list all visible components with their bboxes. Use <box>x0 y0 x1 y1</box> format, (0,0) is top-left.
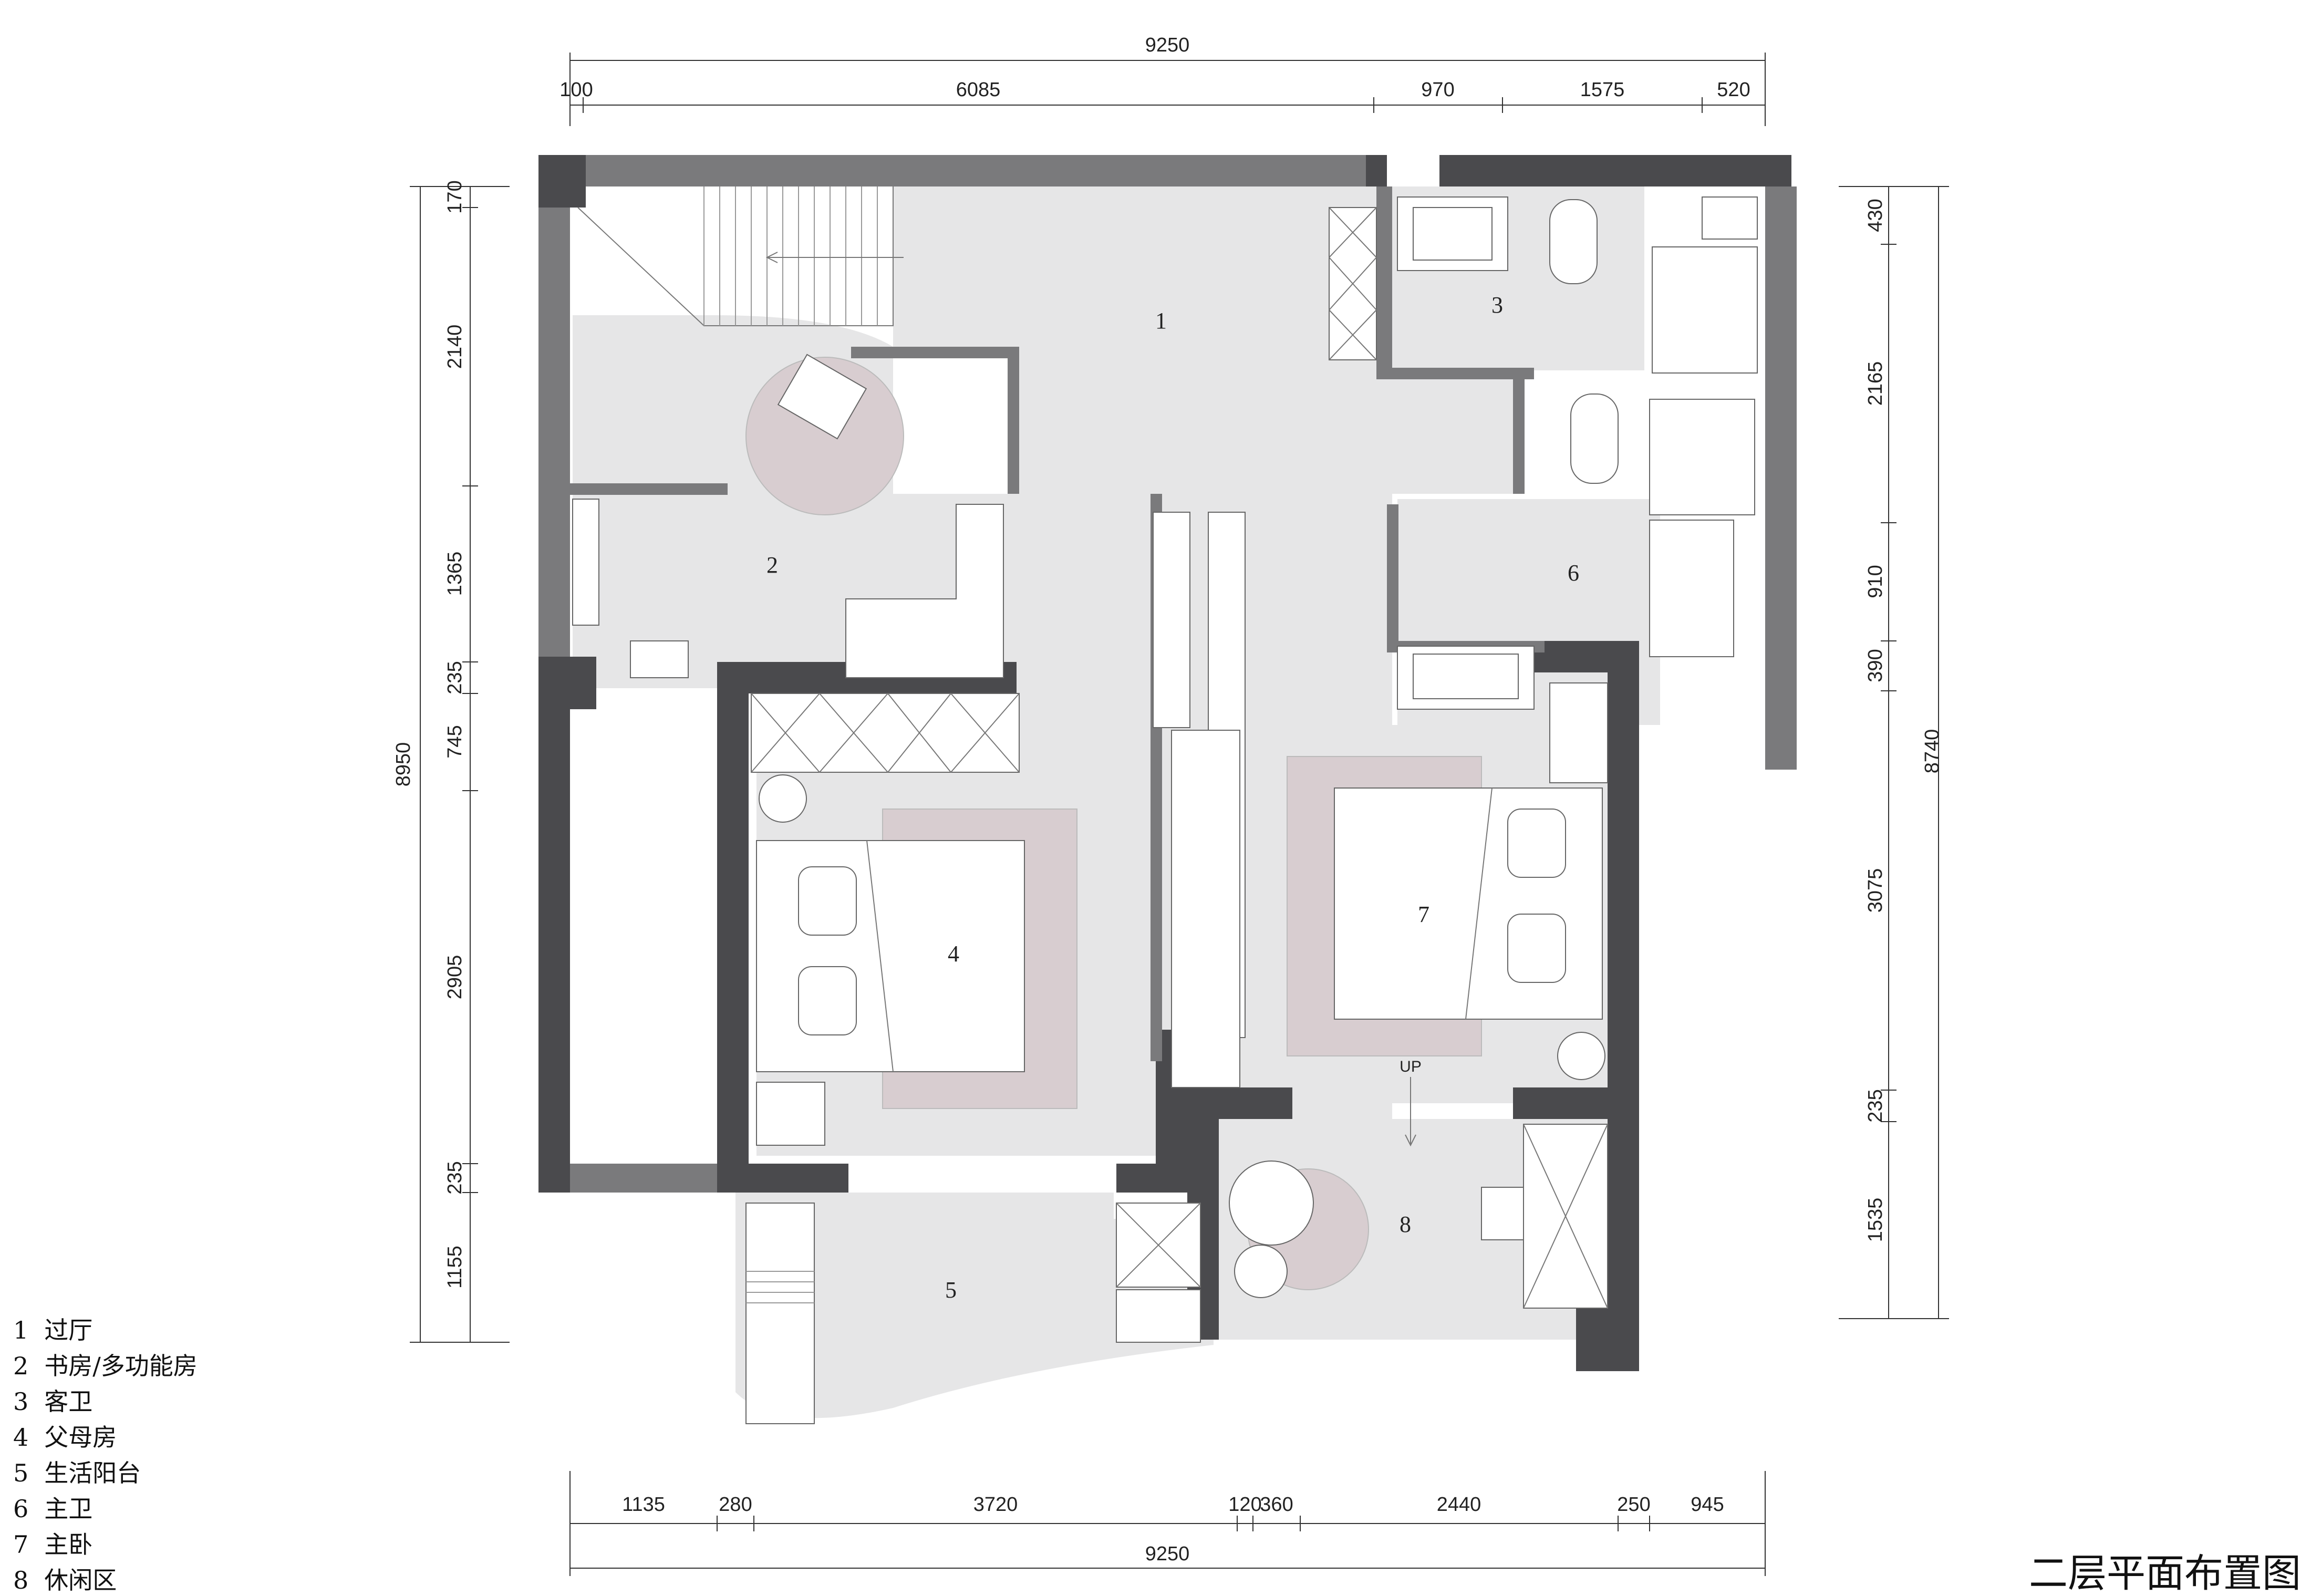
legend-item-8: 8 休闲区 <box>13 1566 117 1594</box>
bottom-dim-4: 120 <box>1228 1494 1261 1516</box>
legend-item-3: 3 客卫 <box>13 1387 92 1416</box>
right-dimensions: 430 2165 910 390 3075 235 1535 8740 <box>1839 186 1949 1319</box>
legend-num-2: 2 <box>13 1352 28 1380</box>
top-total-dim: 9250 <box>1145 34 1190 56</box>
legend-num-6: 6 <box>13 1495 28 1523</box>
legend-num-1: 1 <box>13 1316 28 1344</box>
bottom-dim-6: 2440 <box>1437 1494 1481 1516</box>
left-total-dim: 8950 <box>392 742 414 787</box>
left-dim-2: 2140 <box>444 325 466 369</box>
right-total-dim: 8740 <box>1921 729 1943 774</box>
legend-item-5: 5 生活阳台 <box>13 1459 141 1487</box>
legend-item-2: 2 书房/多功能房 <box>13 1352 198 1380</box>
right-dim-6: 235 <box>1864 1089 1887 1122</box>
room-number-7: 7 <box>1418 901 1429 927</box>
left-dim-4: 235 <box>444 661 466 694</box>
room-numbers: 1 2 3 4 5 6 7 8 UP <box>766 292 1579 1303</box>
legend-name-5: 生活阳台 <box>44 1459 141 1487</box>
left-dim-8: 1155 <box>444 1246 466 1289</box>
bottom-dim-1: 1135 <box>622 1494 665 1516</box>
bottom-dim-3: 3720 <box>973 1494 1018 1516</box>
left-dimensions: 8950 170 2140 1365 235 745 2905 235 1155 <box>392 180 510 1343</box>
stair-up-label: UP <box>1400 1058 1422 1075</box>
room-number-6: 6 <box>1568 560 1579 586</box>
legend-num-5: 5 <box>13 1459 28 1487</box>
room-legend: 1 过厅 2 书房/多功能房 3 客卫 4 父母房 5 生活阳台 6 主卫 7 主卧 8 休闲区 <box>13 1316 198 1594</box>
right-dim-3: 910 <box>1864 565 1887 598</box>
right-dim-2: 2165 <box>1864 361 1887 406</box>
legend-item-1: 1 过厅 <box>13 1316 92 1344</box>
room-number-1: 1 <box>1155 308 1167 334</box>
room-number-3: 3 <box>1491 292 1503 318</box>
legend-name-1: 过厅 <box>44 1316 92 1344</box>
top-dim-3: 970 <box>1421 79 1454 101</box>
legend-num-3: 3 <box>13 1387 28 1416</box>
legend-item-4: 4 父母房 <box>13 1423 117 1452</box>
furniture <box>572 196 1758 1424</box>
legend-name-8: 休闲区 <box>44 1566 117 1594</box>
left-dim-1: 170 <box>444 180 466 213</box>
top-dim-2: 6085 <box>956 79 1001 101</box>
legend-num-8: 8 <box>13 1566 28 1594</box>
bottom-dim-2: 280 <box>719 1494 752 1516</box>
legend-item-7: 7 主卧 <box>13 1530 92 1559</box>
legend-name-6: 主卫 <box>44 1495 92 1523</box>
bottom-dimensions: 1135 280 3720 120 360 2440 250 945 9250 <box>569 1471 1766 1576</box>
right-dim-5: 3075 <box>1864 868 1887 913</box>
legend-name-4: 父母房 <box>44 1423 117 1452</box>
legend-name-7: 主卧 <box>44 1530 92 1559</box>
top-dim-1: 100 <box>559 79 593 101</box>
top-dim-5: 520 <box>1717 79 1750 101</box>
left-dim-5: 745 <box>444 725 466 758</box>
stairs <box>577 186 904 326</box>
room-number-5: 5 <box>945 1277 957 1303</box>
legend-item-6: 6 主卫 <box>13 1495 92 1523</box>
left-dim-6: 2905 <box>444 955 466 1000</box>
bottom-total-dim: 9250 <box>1145 1543 1190 1565</box>
left-dim-3: 1365 <box>444 552 466 596</box>
right-dim-1: 430 <box>1864 199 1887 232</box>
top-dimensions: 9250 100 6085 970 1575 520 <box>559 34 1766 126</box>
right-dim-7: 1535 <box>1864 1198 1887 1242</box>
room-number-8: 8 <box>1400 1211 1411 1237</box>
top-dim-4: 1575 <box>1580 79 1625 101</box>
legend-num-4: 4 <box>13 1423 28 1452</box>
left-dim-7: 235 <box>444 1161 466 1194</box>
legend-name-3: 客卫 <box>44 1387 92 1416</box>
right-dim-4: 390 <box>1864 649 1887 682</box>
drawing-title: 二层平面布置图 <box>2029 1551 2301 1596</box>
bottom-dim-5: 360 <box>1260 1494 1293 1516</box>
legend-num-7: 7 <box>13 1530 28 1559</box>
room-number-4: 4 <box>948 941 959 967</box>
bottom-dim-8: 945 <box>1691 1494 1724 1516</box>
legend-name-2: 书房/多功能房 <box>44 1352 198 1380</box>
bottom-dim-7: 250 <box>1617 1494 1650 1516</box>
room-number-2: 2 <box>766 552 778 578</box>
